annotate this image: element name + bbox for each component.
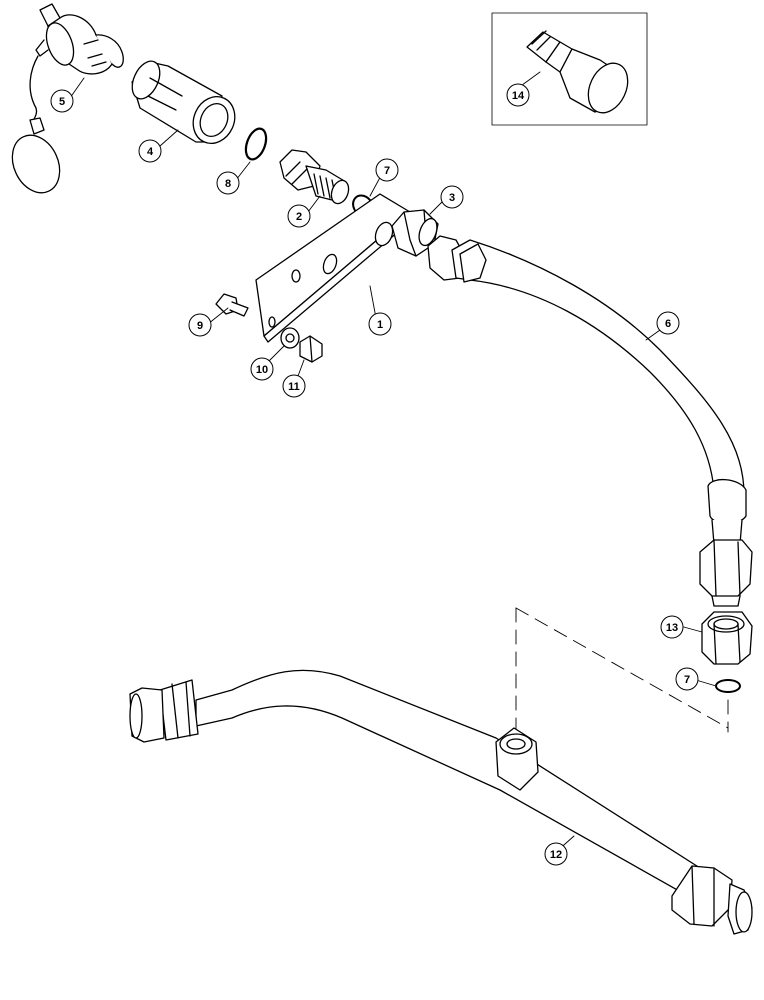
svg-text:7: 7 — [684, 674, 690, 686]
svg-text:7: 7 — [384, 165, 390, 177]
part-12-tube — [129, 669, 753, 935]
part-5-coupling — [11, 3, 124, 194]
callout-3: 3 — [440, 185, 464, 209]
svg-text:1: 1 — [377, 319, 383, 331]
part-10-washer — [280, 327, 300, 349]
part-8-o-ring — [244, 127, 268, 161]
svg-text:2: 2 — [296, 211, 302, 223]
part-13-nut — [701, 611, 753, 665]
callout-4: 4 — [138, 139, 162, 163]
callout-7-lower: 7 — [675, 667, 699, 691]
callout-8: 8 — [216, 171, 240, 195]
callout-10: 10 — [250, 357, 274, 381]
svg-text:10: 10 — [256, 364, 268, 376]
callout-7-upper: 7 — [375, 158, 399, 182]
svg-text:9: 9 — [197, 320, 203, 332]
svg-text:8: 8 — [225, 178, 231, 190]
callout-11: 11 — [282, 374, 306, 398]
svg-text:5: 5 — [59, 96, 65, 108]
callout-14: 14 — [506, 83, 530, 107]
part-2-adapter — [279, 149, 350, 205]
part-11-nut — [299, 335, 323, 363]
part-4-sleeve — [131, 60, 236, 144]
svg-text:3: 3 — [449, 192, 455, 204]
inset-box — [491, 12, 648, 126]
callout-6: 6 — [656, 311, 680, 335]
part-14-cap — [526, 30, 629, 114]
callout-9: 9 — [188, 313, 212, 337]
svg-text:12: 12 — [550, 849, 562, 861]
callout-2: 2 — [287, 204, 311, 228]
part-9-screw — [215, 293, 249, 317]
callout-5: 5 — [50, 89, 74, 113]
svg-text:14: 14 — [512, 90, 525, 102]
alignment-lines — [515, 607, 729, 741]
callout-12: 12 — [544, 842, 568, 866]
svg-text:6: 6 — [665, 318, 671, 330]
part-6-hose — [427, 235, 753, 607]
callout-13: 13 — [660, 615, 684, 639]
callout-1: 1 — [368, 312, 392, 336]
part-7-snap-ring-lower — [715, 679, 741, 693]
svg-text:4: 4 — [147, 146, 154, 158]
svg-text:13: 13 — [666, 622, 678, 634]
part-3-nut — [391, 209, 439, 257]
svg-text:11: 11 — [288, 381, 300, 393]
